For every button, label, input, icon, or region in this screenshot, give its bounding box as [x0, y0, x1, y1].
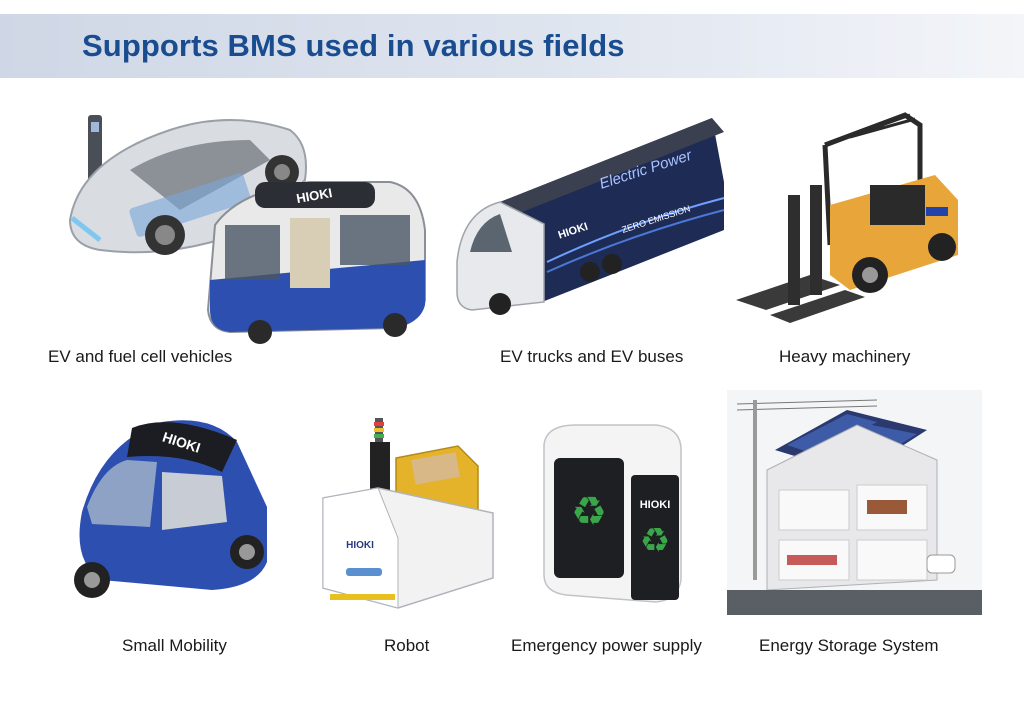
power-hioki-logo: HIOKI	[640, 499, 671, 511]
caption-ev-fuel-cell: EV and fuel cell vehicles	[48, 347, 233, 366]
ev-car-and-bus-image: HIOKI	[60, 100, 430, 350]
ev-truck-image: Electric Power ZERO EMISSION HIOKI	[452, 112, 732, 322]
forklift-image	[730, 105, 970, 325]
recycle-icon-side: ♻	[640, 521, 670, 561]
caption-energy-storage: Energy Storage System	[759, 636, 939, 655]
small-mobility-image: HIOKI	[62, 412, 272, 607]
robot-image: HIOKI	[318, 418, 498, 613]
emergency-power-image: ♻ ♻ HIOKI	[536, 420, 686, 610]
caption-robot: Robot	[384, 636, 430, 655]
energy-storage-house-image	[727, 390, 982, 615]
robot-hioki-logo: HIOKI	[346, 540, 374, 551]
hioki-logo: HIOKI	[295, 185, 333, 206]
caption-ev-trucks: EV trucks and EV buses	[500, 347, 684, 366]
caption-emergency-power: Emergency power supply	[511, 636, 702, 655]
caption-small-mobility: Small Mobility	[122, 636, 227, 655]
recycle-icon: ♻	[571, 489, 607, 535]
page-title: Supports BMS used in various fields	[82, 28, 625, 63]
caption-heavy-machinery: Heavy machinery	[779, 347, 911, 366]
title-banner: Supports BMS used in various fields	[0, 14, 1024, 78]
